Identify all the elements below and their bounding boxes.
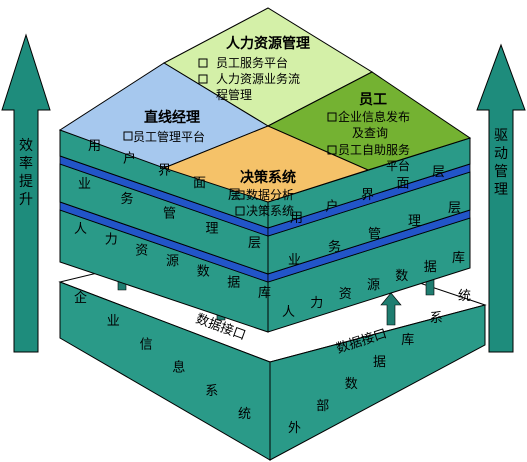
quadrant-decision-item-1: 数据分析 — [246, 187, 294, 202]
quadrant-hr-item-1: 员工服务平台 — [216, 55, 288, 70]
left-arrow-label-char: 升 — [19, 192, 33, 208]
layer-business-right-label-char: 业 — [288, 253, 301, 268]
layer-ui-right-label-char: 户 — [326, 199, 339, 215]
layer-data-left-label-char: 资 — [135, 243, 148, 258]
quadrant-decision-title: 决策系统 — [240, 169, 296, 186]
layer-business-left-label-char: 管 — [163, 207, 176, 222]
base-left-label-char: 统 — [238, 407, 251, 422]
layer-ui-right-label-char: 用 — [290, 211, 303, 226]
layer-ui-right-label-char: 面 — [397, 177, 410, 192]
base-left-label: 企业信息系统 — [74, 290, 251, 422]
layer-data-left-label: 人力资源数据库 — [74, 222, 271, 301]
quadrant-employee-item-4: 平台 — [386, 158, 410, 173]
layer-data-right-label-char: 库 — [452, 250, 465, 266]
layer-data-right-label-char: 据 — [424, 260, 437, 275]
base-left-label-char: 企 — [74, 290, 87, 306]
left-arrow-label-char: 提 — [19, 174, 33, 190]
base-right-label-char: 外 — [288, 421, 301, 436]
layer-business-left-label-char: 层 — [248, 236, 261, 251]
layer-business-right-label: 业 务 管 理 层 — [288, 201, 461, 268]
quadrant-hr-item-2: 人力资源业务流 — [216, 71, 300, 86]
layer-ui-left-label: 用户界面层 — [88, 139, 241, 203]
layer-ui-right-label-char: 界 — [361, 188, 374, 203]
layer-business-right-label-char: 理 — [408, 214, 421, 229]
layer-ui-right-label: 用 户 界 面 层 — [290, 165, 445, 226]
layer-data-right-label: 人力 资源数 据库 — [282, 250, 465, 320]
base-right-label-char: 统 — [458, 289, 471, 304]
base-right-label-char: 部 — [316, 399, 329, 414]
layer-data-right-label-char: 资 — [339, 287, 352, 302]
top-face — [58, 7, 472, 203]
base-right-label: 外部 数据库 系统 — [288, 289, 471, 436]
layer-business-right-label-char: 管 — [368, 227, 381, 242]
base-left-label-char: 系 — [205, 384, 218, 399]
layer-data-left-label-char: 力 — [105, 233, 118, 248]
quadrant-employee-item-2: 及查询 — [352, 126, 388, 140]
layer-ui-left-label-char: 层 — [228, 188, 241, 203]
quadrant-manager-title: 直线经理 — [144, 109, 200, 126]
left-arrow-label-char: 效 — [19, 138, 33, 154]
layer-business-left-label: 业务管理层 — [78, 177, 261, 251]
quadrant-hr-item-3: 程管理 — [216, 87, 252, 102]
layer-data — [59, 209, 471, 333]
layer-data-right-label-char: 源 — [367, 278, 380, 293]
layer-business-right-label-char: 层 — [448, 201, 461, 216]
right-arrow-label: 驱动管理 — [494, 128, 508, 198]
quadrant-decision-item-2: 决策系统 — [246, 204, 294, 218]
layer-business-left-label-char: 务 — [121, 191, 134, 207]
right-arrow-label-char: 动 — [494, 146, 508, 162]
layer-face-labels: 用户界面层业务管理层人力资源数据库用户界面层业务管理层人力资源数据库企业信息系统… — [74, 139, 471, 436]
base-left-label-char: 信 — [140, 337, 153, 352]
layer-data-right-label-char: 数 — [395, 269, 408, 284]
layer-data-right-label-char: 力 — [310, 296, 323, 311]
base-right-label-char: 库 — [401, 332, 414, 348]
quadrant-employee-item-1: 企业信息发布 — [338, 109, 410, 124]
layer-business-left-label-char: 理 — [206, 221, 219, 236]
left-arrow-label: 效率提升 — [19, 138, 33, 208]
quadrant-employee-title: 员工 — [359, 92, 387, 108]
quadrant-decision — [162, 125, 370, 203]
right-arrow-label-char: 管 — [494, 164, 508, 180]
efficiency-up-arrow-icon — [1, 33, 51, 353]
layer-business-right-label-char: 务 — [328, 239, 341, 255]
layer-data-left-label-char: 数 — [197, 265, 210, 280]
base-right-label-char: 数 — [345, 377, 358, 392]
quadrant-employee-item-3: 员工自助服务 — [338, 142, 410, 157]
quadrant-hr-title: 人力资源管理 — [226, 35, 310, 52]
layer-data-left-label-char: 据 — [227, 275, 240, 290]
layer-data-right-label-char: 人 — [282, 305, 295, 320]
layer-ui-right-label-char: 层 — [432, 165, 445, 180]
right-arrow-label-char: 理 — [494, 182, 508, 198]
layer-data-left-label-char: 人 — [74, 222, 87, 237]
base-left-label-char: 息 — [172, 360, 185, 376]
right-arrow — [476, 43, 526, 353]
base-right-label-char: 据 — [373, 355, 386, 370]
side-arrow-labels: 效率提升 驱动管理 — [19, 128, 508, 208]
layer-ui-left-label-char: 面 — [193, 176, 206, 191]
layer-data-left-label-char: 库 — [258, 285, 271, 301]
layer-data-left-label-char: 源 — [166, 254, 179, 269]
base-right-face — [269, 304, 486, 461]
up-arrow-icon — [380, 292, 402, 326]
base-right-label-char: 系 — [430, 311, 443, 326]
base-left-label-char: 业 — [107, 314, 120, 329]
layer-ui-left-label-char: 用 — [88, 139, 101, 154]
layer-ui-left-label-char: 户 — [123, 150, 136, 166]
layer-ui-left-label-char: 界 — [158, 164, 171, 179]
management-up-arrow-icon — [476, 43, 526, 353]
quadrant-manager-item-1: 员工管理平台 — [133, 129, 205, 144]
left-arrow — [1, 33, 51, 353]
right-arrow-label-char: 驱 — [494, 128, 508, 144]
layer-business-left-label-char: 业 — [78, 177, 91, 192]
left-arrow-label-char: 率 — [19, 155, 33, 172]
